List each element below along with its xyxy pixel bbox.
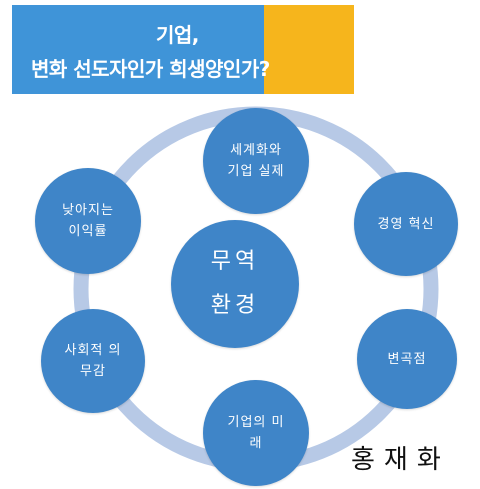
node-label: 세계화와 기업 실제 (227, 143, 285, 179)
node-future-of-business: 기업의 미 래 (203, 380, 309, 486)
node-label: 변곡점 (387, 351, 427, 367)
banner-title-line-2: 변화 선도자인가 희생양인가? (31, 57, 270, 81)
center-node-trade-environment: 무역 환경 (171, 220, 299, 348)
node-label: 기업의 미 래 (227, 415, 285, 451)
title-banner: 기업, 변화 선도자인가 희생양인가? (12, 5, 354, 94)
node-label: 낮아지는 이익률 (62, 203, 114, 239)
node-inflection-point: 변곡점 (357, 309, 457, 409)
node-globalization: 세계화와 기업 실제 (203, 108, 309, 214)
node-management-innovation: 경영 혁신 (354, 172, 458, 276)
node-label: 경영 혁신 (377, 216, 435, 232)
node-social-responsibility: 사회적 의 무감 (41, 309, 145, 413)
author-name: 홍재화 (351, 445, 450, 475)
banner-title-line-1: 기업, (156, 23, 199, 47)
node-declining-profit: 낮아지는 이익률 (35, 168, 141, 274)
node-label: 사회적 의 무감 (64, 343, 122, 379)
center-node-label: 무역 환경 (210, 249, 260, 318)
